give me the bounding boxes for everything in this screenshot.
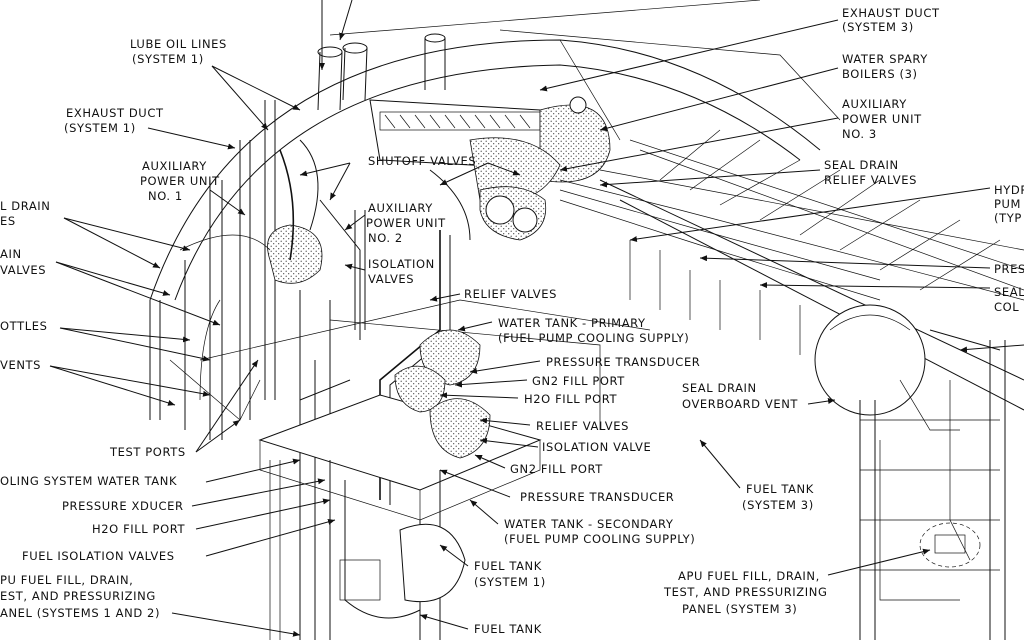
label-apu-fuel-fill-right: APU FUEL FILL, DRAIN, TEST, AND PRESSURI… xyxy=(663,569,832,616)
label-exhaust-duct-3: EXHAUST DUCT (SYSTEM 3) xyxy=(842,6,944,34)
label-fuel-drain-lines: L DRAIN ES xyxy=(0,199,55,228)
right-truss xyxy=(599,129,1024,411)
label-relief-valves-top: RELIEF VALVES xyxy=(464,287,557,301)
label-exhaust-duct-1: EXHAUST DUCT (SYSTEM 1) xyxy=(64,106,168,135)
leader-lines xyxy=(49,0,1024,637)
label-seal-drain-relief: SEAL DRAIN RELIEF VALVES xyxy=(824,158,917,187)
label-seal-drain-overboard: SEAL DRAIN OVERBOARD VENT xyxy=(682,381,798,411)
label-apu-3: AUXILIARY POWER UNIT NO. 3 xyxy=(842,97,926,141)
label-isolation-valves: ISOLATION VALVES xyxy=(368,257,439,286)
label-gn2-fill-port-1: GN2 FILL PORT xyxy=(532,374,625,388)
label-vents: VENTS xyxy=(0,358,41,372)
fuel-tank-system-3 xyxy=(814,304,1006,640)
label-relief-valves-mid: RELIEF VALVES xyxy=(536,419,629,433)
label-gn2-fill-port-2: GN2 FILL PORT xyxy=(510,462,603,476)
label-apu-1: AUXILIARY POWER UNIT NO. 1 xyxy=(140,159,224,203)
fuel-tank-lower xyxy=(269,460,466,640)
label-seal-col: SEAL COL xyxy=(994,285,1024,314)
label-pres: PRES xyxy=(994,262,1024,276)
label-pressure-transducer-1: PRESSURE TRANSDUCER xyxy=(546,355,700,369)
label-water-spray-boilers: WATER SPARY BOILERS (3) xyxy=(842,52,932,81)
label-isolation-valve: ISOLATION VALVE xyxy=(542,440,651,454)
label-test-ports: TEST PORTS xyxy=(109,445,186,459)
label-pressure-transducer-2: PRESSURE TRANSDUCER xyxy=(520,490,674,504)
label-hydraulic-pumps: HYDR PUM (TYP xyxy=(994,183,1024,225)
label-shutoff-valves: SHUTOFF VALVES xyxy=(368,154,476,168)
label-water-tank-primary: WATER TANK - PRIMARY (FUEL PUMP COOLING … xyxy=(498,316,689,345)
label-fuel-tank-3: FUEL TANK (SYSTEM 3) xyxy=(742,482,818,512)
label-pressure-xducer: PRESSURE XDUCER xyxy=(62,499,184,513)
label-water-tank-secondary: WATER TANK - SECONDARY (FUEL PUMP COOLIN… xyxy=(504,517,695,546)
label-fuel-isolation-valves: FUEL ISOLATION VALVES xyxy=(22,549,175,563)
label-fuel-tank-1: FUEL TANK (SYSTEM 1) xyxy=(474,559,546,589)
label-bottles: OTTLES xyxy=(0,319,47,333)
label-h2o-fill-port-left: H2O FILL PORT xyxy=(92,522,185,536)
label-apu-fuel-fill-left: PU FUEL FILL, DRAIN, EST, AND PRESSURIZI… xyxy=(0,573,160,620)
callout-labels: LUBE OIL LINES (SYSTEM 1) EXHAUST DUCT (… xyxy=(0,6,1024,636)
label-apu-2: AUXILIARY POWER UNIT NO. 2 xyxy=(366,201,450,245)
label-h2o-fill-port-center: H2O FILL PORT xyxy=(524,392,617,406)
label-cooling-water-tank: OLING SYSTEM WATER TANK xyxy=(0,474,177,488)
water-tanks xyxy=(394,329,491,459)
label-fuel-tank-bottom: FUEL TANK xyxy=(474,622,542,636)
label-drain-valves: AIN VALVES xyxy=(0,247,46,277)
label-lube-oil-lines: LUBE OIL LINES (SYSTEM 1) xyxy=(130,37,231,66)
